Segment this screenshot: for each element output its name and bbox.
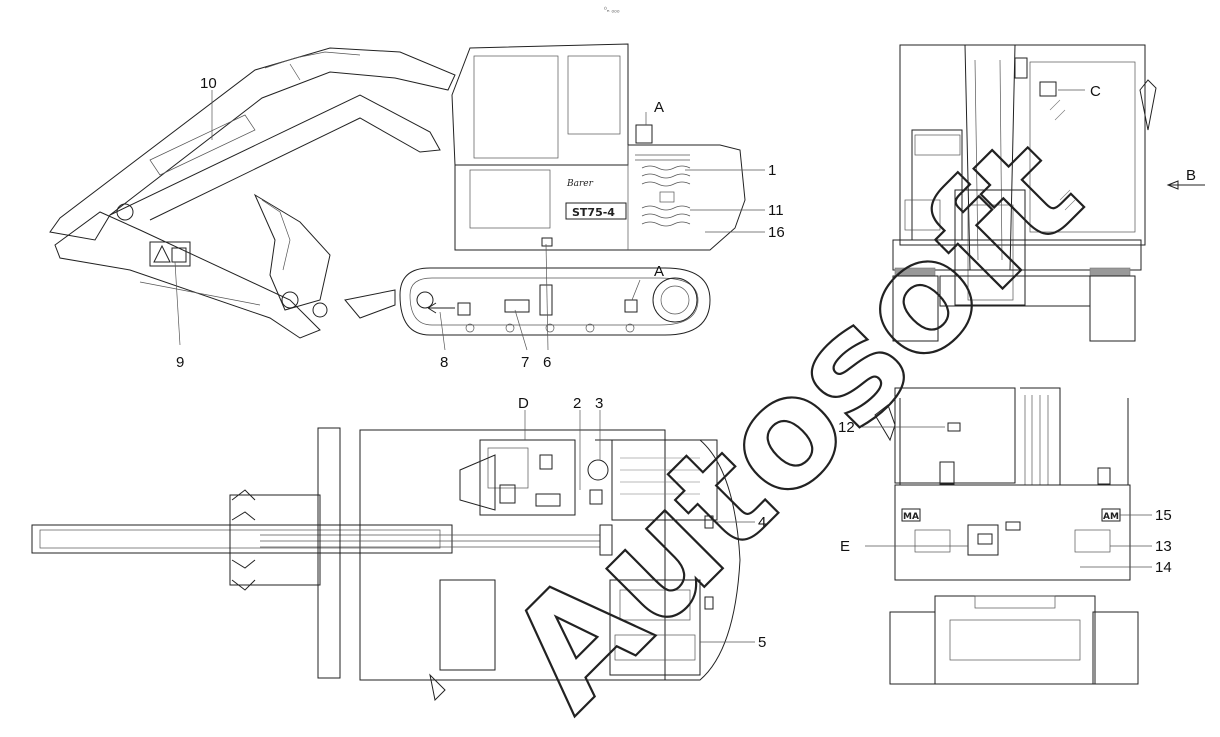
callout-C: C [1090,83,1101,100]
front-callouts: C B [1058,83,1205,190]
callout-10: 10 [200,75,217,92]
top-callouts: D 2 3 4 5 [518,395,766,651]
side-callouts: 10 9 8 7 6 1 11 16 A A [174,75,785,371]
callout-13: 13 [1155,538,1172,555]
callout-8: 8 [440,354,448,371]
callout-9: 9 [176,354,184,371]
header-mark: ⁰ₙ ₒₒₒ [604,6,620,14]
watermark: Autosoft [477,105,1114,737]
callout-A-track: A [654,263,664,280]
cooling-vent-upper [641,165,691,187]
top-view [31,427,741,702]
callout-B: B [1186,167,1196,184]
callout-1: 1 [768,162,776,179]
rear-callouts: 12 E 15 13 14 [838,419,1172,576]
callout-E: E [840,538,850,555]
brand-script: Barer [566,179,594,189]
front-view [892,44,1157,342]
model-badge: ST75-4 [572,206,615,219]
callout-3: 3 [595,395,603,412]
decal-left-rear: MA [903,512,919,522]
callout-2: 2 [573,395,581,412]
callout-15: 15 [1155,507,1172,524]
callout-4: 4 [758,514,766,531]
callout-7: 7 [521,354,529,371]
track-rollers [465,323,635,333]
decal-right-rear: AM [1103,512,1119,522]
callout-5: 5 [758,634,766,651]
callout-6: 6 [543,354,551,371]
callout-D: D [518,395,529,412]
callout-A-top: A [654,99,664,116]
callout-12: 12 [838,419,855,436]
cooling-vent-lower [641,205,691,227]
callout-16: 16 [768,224,785,241]
side-view: Barer ST75-4 [49,43,746,339]
callout-14: 14 [1155,559,1172,576]
callout-11: 11 [768,202,784,219]
rear-view: MA AM [874,387,1139,685]
